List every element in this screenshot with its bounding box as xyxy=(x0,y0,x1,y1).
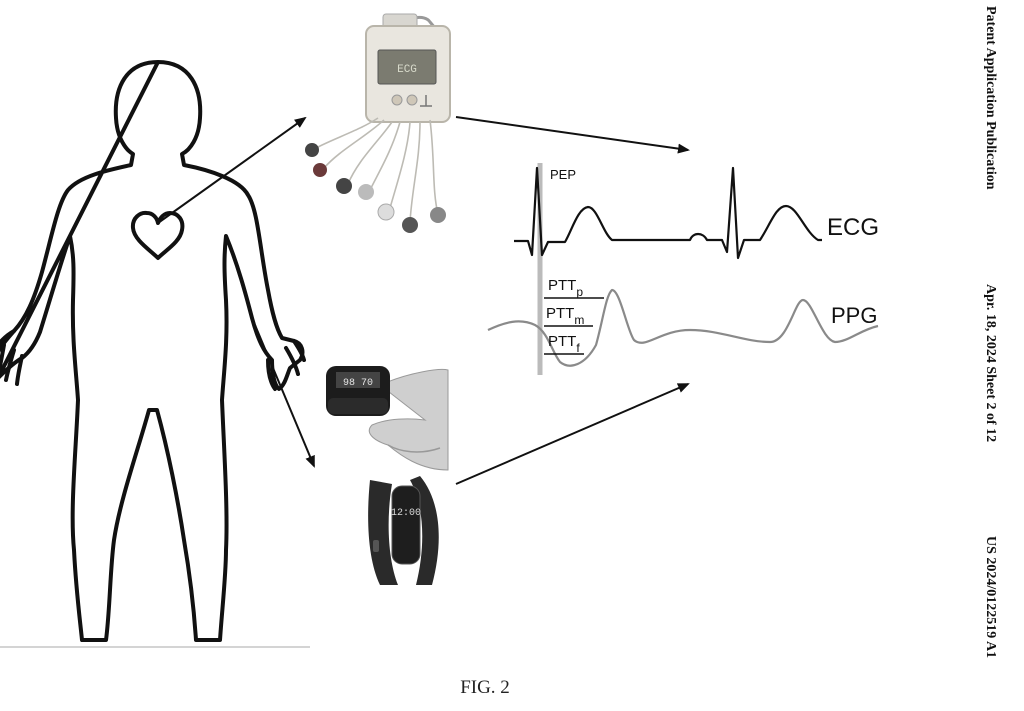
left-hand-outline xyxy=(0,329,24,386)
ptt-m-label: PTTm xyxy=(546,305,584,327)
right-hand-outline xyxy=(266,339,306,391)
pulse-oximeter-device: 98 70 xyxy=(326,366,449,471)
ptt-m-text: PTT xyxy=(546,305,574,322)
ptt-f-text: PTT xyxy=(548,333,576,350)
ecg-trace xyxy=(514,166,822,260)
arrow-arm-to-wearables xyxy=(254,324,315,468)
ptt-f-label: PTTf xyxy=(548,333,580,355)
ptt-p-subscript: p xyxy=(576,285,583,299)
waveform-panel: ECG PEP PPG PTTp PTTm PTTf xyxy=(487,163,879,375)
heart-icon xyxy=(130,210,185,260)
ppg-label: PPG xyxy=(831,303,877,328)
ptt-p-text: PTT xyxy=(548,277,576,294)
figure-caption: FIG. 2 xyxy=(460,677,510,698)
ptt-m-subscript: m xyxy=(574,313,584,327)
ptt-p-label: PTTp xyxy=(548,277,583,299)
oximeter-reading: 98 70 xyxy=(343,378,373,389)
arrow-wearables-to-ppg xyxy=(455,383,690,485)
header-patent-number: US 2024/0122519 A1 xyxy=(983,536,998,659)
human-body-outline xyxy=(0,60,305,642)
pep-label: PEP xyxy=(550,167,576,182)
arrow-monitor-to-ecg xyxy=(455,116,690,154)
ptt-f-subscript: f xyxy=(576,341,580,355)
patent-side-header: Patent Application Publication Apr. 18, … xyxy=(962,0,1014,711)
header-date-sheet: Apr. 18, 2024 Sheet 2 of 12 xyxy=(983,284,998,443)
ecg-label: ECG xyxy=(827,214,879,241)
arrow-heart-to-ecg-monitor xyxy=(157,116,307,224)
band-time-display: 12:00 xyxy=(391,508,421,519)
header-publication-type: Patent Application Publication xyxy=(983,6,998,190)
ecg-monitor-device: ECG xyxy=(305,13,451,233)
ecg-monitor-screen-text: ECG xyxy=(397,64,417,76)
fitness-band-device: 12:00 xyxy=(368,476,439,585)
